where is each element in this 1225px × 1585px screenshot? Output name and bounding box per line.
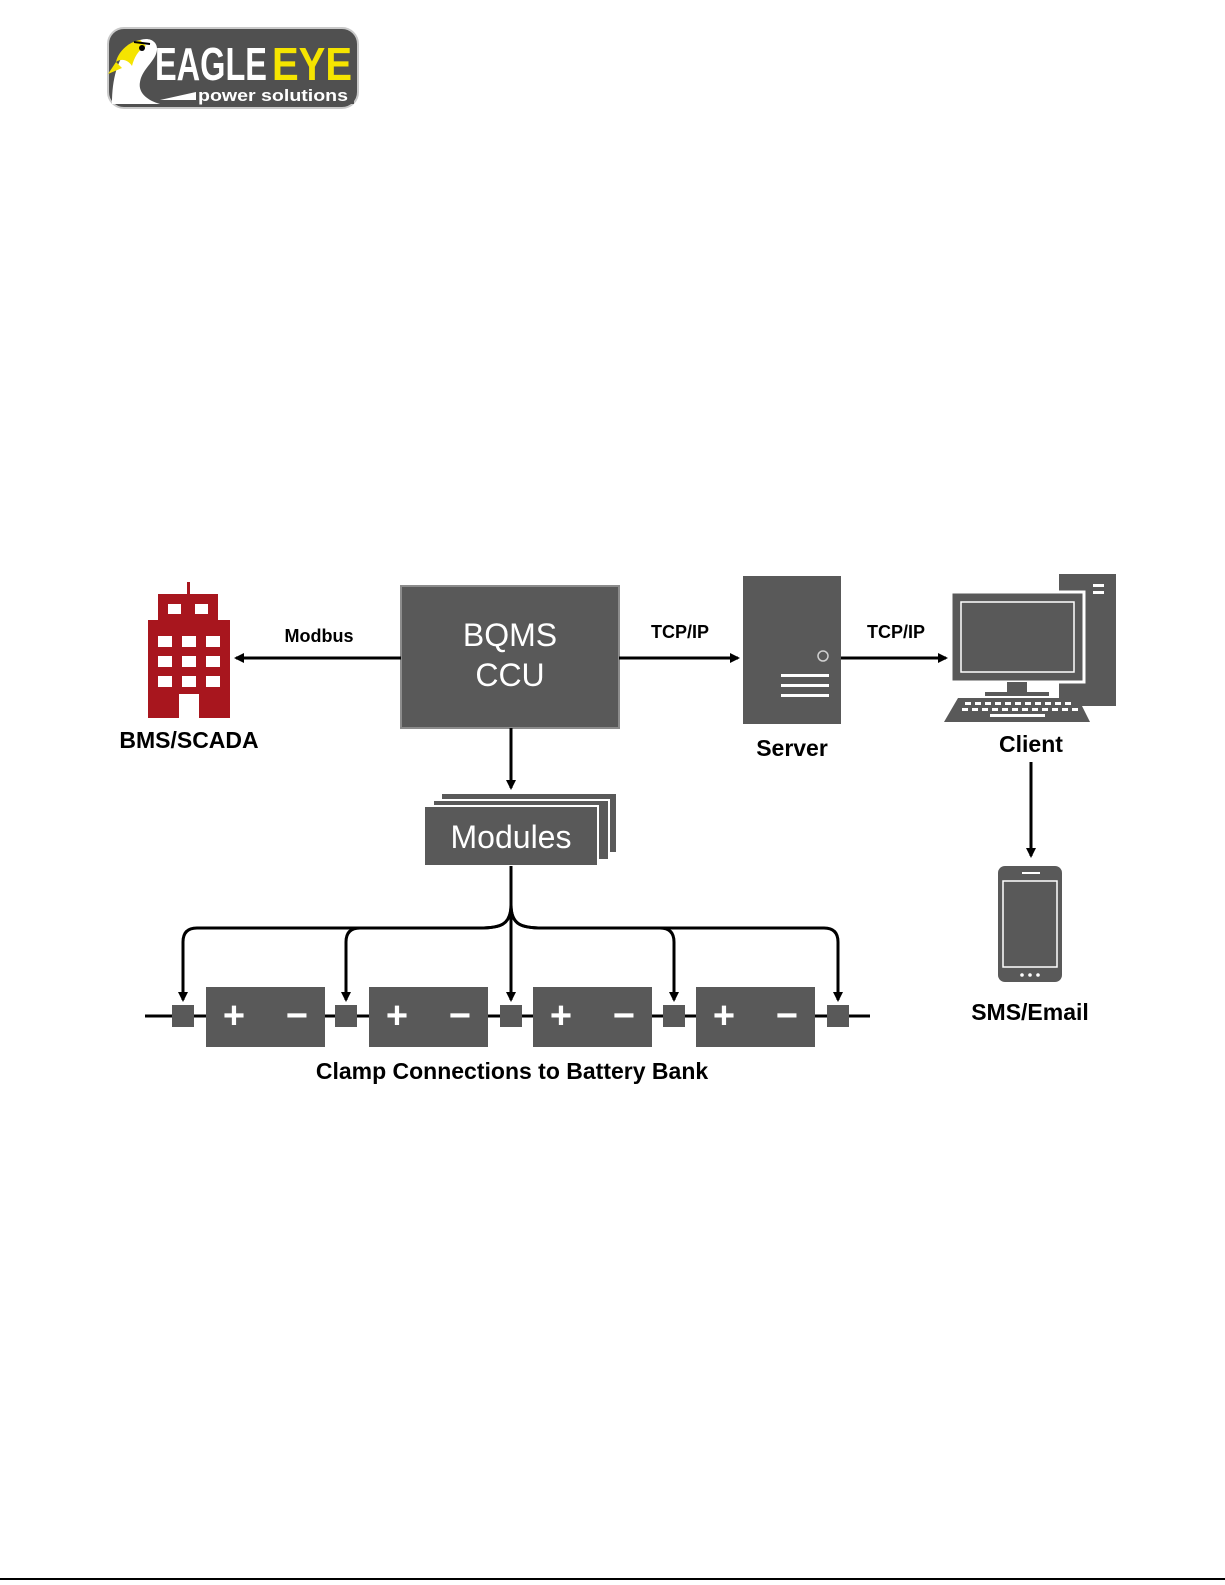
logo-word-eye: EYE xyxy=(272,38,352,90)
clamp-connector xyxy=(335,1005,357,1027)
ccu-label-line1: BQMS xyxy=(463,617,557,653)
client-computer-icon xyxy=(944,574,1116,722)
logo-word-eagle: EAGLE xyxy=(155,38,267,90)
smartphone-icon xyxy=(998,866,1062,982)
clamp-connector xyxy=(663,1005,685,1027)
client-label: Client xyxy=(999,731,1063,757)
battery-cell: + − xyxy=(206,987,325,1047)
bms-scada-label: BMS/SCADA xyxy=(119,727,258,753)
clamp-connector xyxy=(172,1005,194,1027)
plus-sign: + xyxy=(550,995,572,1037)
battery-bank: + − + − + − + − xyxy=(145,987,870,1047)
clamp-connector xyxy=(500,1005,522,1027)
modules-label: Modules xyxy=(451,819,572,855)
modules-stack: Modules xyxy=(424,793,617,866)
plus-sign: + xyxy=(386,995,408,1037)
sms-email-label: SMS/Email xyxy=(971,999,1089,1025)
battery-bank-label: Clamp Connections to Battery Bank xyxy=(316,1058,709,1084)
battery-cell: + − xyxy=(369,987,488,1047)
tcpip-label-1: TCP/IP xyxy=(651,622,709,642)
building-icon xyxy=(148,582,230,718)
minus-sign: − xyxy=(613,995,635,1037)
company-logo: EAGLE EYE power solutions xyxy=(108,28,358,108)
battery-cell: + − xyxy=(696,987,815,1047)
tcpip-label-2: TCP/IP xyxy=(867,622,925,642)
minus-sign: − xyxy=(776,995,798,1037)
page-bottom-rule xyxy=(0,1578,1225,1580)
server-label: Server xyxy=(756,735,828,761)
plus-sign: + xyxy=(713,995,735,1037)
minus-sign: − xyxy=(286,995,308,1037)
battery-cell: + − xyxy=(533,987,652,1047)
minus-sign: − xyxy=(449,995,471,1037)
ccu-label-line2: CCU xyxy=(475,657,544,693)
clamp-wiring xyxy=(183,866,838,1000)
logo-tagline: power solutions xyxy=(198,86,348,105)
clamp-connector xyxy=(827,1005,849,1027)
server-icon xyxy=(743,576,841,724)
modbus-label: Modbus xyxy=(285,626,354,646)
bqms-ccu-box: BQMS CCU xyxy=(401,586,619,728)
plus-sign: + xyxy=(223,995,245,1037)
